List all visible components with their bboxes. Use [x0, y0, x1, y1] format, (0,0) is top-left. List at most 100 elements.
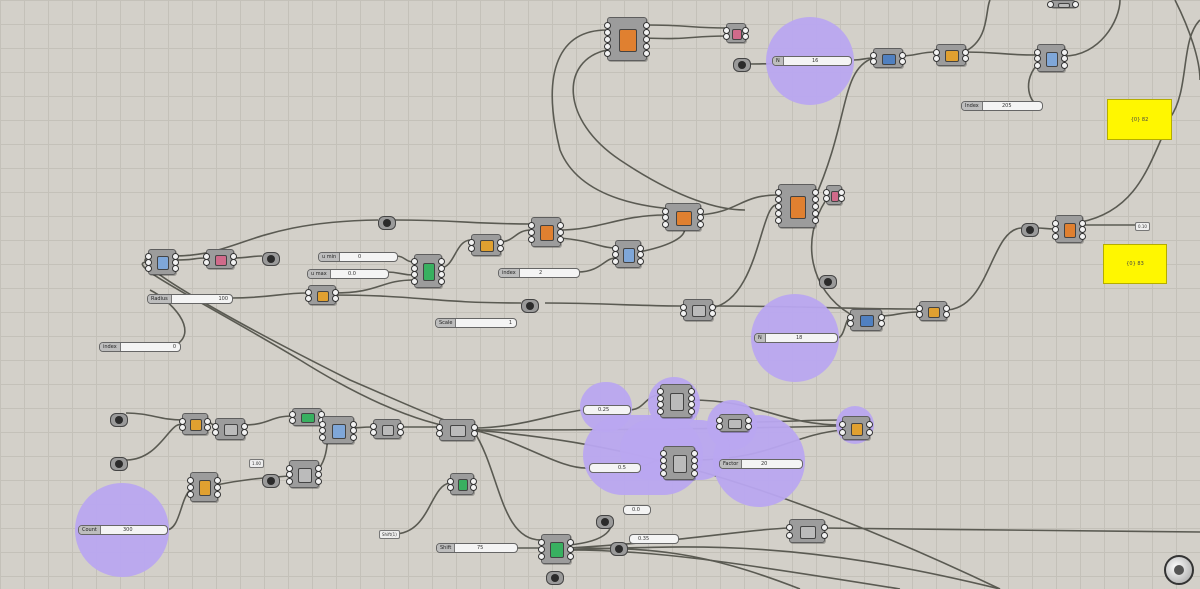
input-port[interactable] — [604, 50, 611, 57]
toggle-knob-icon[interactable] — [521, 299, 539, 313]
toggle-knob-icon[interactable] — [110, 457, 128, 471]
output-port[interactable] — [557, 236, 564, 243]
graph-component[interactable] — [1034, 44, 1068, 72]
input-port[interactable] — [436, 430, 443, 438]
output-port[interactable] — [204, 417, 211, 425]
toggle-knob-icon[interactable] — [110, 413, 128, 427]
output-port[interactable] — [866, 421, 873, 429]
output-port[interactable] — [470, 477, 477, 485]
output-port[interactable] — [332, 295, 339, 302]
navigation-compass-icon[interactable] — [1164, 555, 1194, 585]
input-port[interactable] — [145, 265, 152, 272]
input-port[interactable] — [933, 55, 940, 63]
output-port[interactable] — [230, 259, 237, 266]
output-port[interactable] — [697, 220, 704, 228]
output-port[interactable] — [821, 524, 828, 532]
output-port[interactable] — [214, 484, 221, 491]
output-port[interactable] — [709, 310, 716, 318]
output-port[interactable] — [315, 477, 322, 485]
input-port[interactable] — [786, 531, 793, 539]
output-port[interactable] — [637, 257, 644, 265]
output-port[interactable] — [315, 471, 322, 478]
graph-component[interactable] — [1047, 0, 1079, 8]
output-port[interactable] — [350, 427, 357, 434]
toggle-knob-icon[interactable] — [1021, 223, 1039, 237]
output-port[interactable] — [567, 546, 574, 553]
input-port[interactable] — [538, 539, 545, 546]
output-port[interactable] — [470, 484, 477, 492]
param-tag[interactable]: Shift(1) — [379, 530, 400, 539]
graph-component[interactable] — [468, 234, 504, 256]
graph-component[interactable] — [916, 301, 950, 321]
input-port[interactable] — [716, 422, 723, 430]
input-port[interactable] — [212, 422, 219, 430]
input-port[interactable] — [1052, 226, 1059, 233]
input-port[interactable] — [538, 546, 545, 553]
input-port[interactable] — [319, 433, 326, 441]
graph-component[interactable] — [657, 384, 695, 418]
input-port[interactable] — [468, 245, 475, 253]
graph-component[interactable] — [187, 472, 221, 502]
output-port[interactable] — [878, 313, 885, 321]
toggle-knob-icon[interactable] — [546, 571, 564, 585]
graph-component[interactable] — [660, 446, 698, 480]
toggle-knob-icon[interactable] — [733, 58, 751, 72]
input-port[interactable] — [775, 217, 782, 224]
output-port[interactable] — [241, 422, 248, 430]
input-port[interactable] — [680, 303, 687, 311]
toggle-knob-icon[interactable] — [262, 252, 280, 266]
number-slider[interactable]: 0.5 — [589, 463, 641, 473]
graph-component[interactable] — [145, 249, 179, 275]
graph-component[interactable] — [839, 416, 873, 440]
input-port[interactable] — [203, 259, 210, 266]
input-port[interactable] — [468, 238, 475, 246]
output-port[interactable] — [1061, 55, 1068, 62]
input-port[interactable] — [786, 524, 793, 532]
output-port[interactable] — [557, 229, 564, 236]
output-port[interactable] — [497, 238, 504, 246]
input-port[interactable] — [1034, 61, 1041, 69]
output-port[interactable] — [643, 43, 650, 50]
output-port[interactable] — [637, 251, 644, 258]
output-port[interactable] — [812, 217, 819, 224]
input-port[interactable] — [179, 417, 186, 425]
output-port[interactable] — [812, 210, 819, 217]
output-port[interactable] — [812, 203, 819, 210]
output-port[interactable] — [812, 189, 819, 196]
output-port[interactable] — [1061, 61, 1068, 69]
output-port[interactable] — [745, 422, 752, 430]
input-port[interactable] — [604, 36, 611, 43]
input-port[interactable] — [775, 203, 782, 210]
graph-component[interactable] — [933, 44, 969, 66]
input-port[interactable] — [847, 320, 854, 328]
output-port[interactable] — [943, 311, 950, 318]
output-port[interactable] — [742, 33, 749, 40]
input-port[interactable] — [286, 471, 293, 478]
graph-component[interactable] — [612, 240, 644, 268]
output-port[interactable] — [1072, 1, 1079, 8]
input-port[interactable] — [447, 477, 454, 485]
graph-component[interactable] — [411, 254, 445, 288]
graph-component[interactable] — [528, 217, 564, 247]
input-port[interactable] — [662, 214, 669, 221]
input-port[interactable] — [723, 33, 730, 40]
input-port[interactable] — [775, 196, 782, 203]
input-port[interactable] — [212, 429, 219, 437]
graph-component[interactable] — [716, 414, 752, 432]
input-port[interactable] — [289, 416, 296, 424]
input-port[interactable] — [839, 421, 846, 429]
output-port[interactable] — [962, 48, 969, 56]
output-port[interactable] — [821, 531, 828, 539]
toggle-knob-icon[interactable] — [378, 216, 396, 230]
output-port[interactable] — [497, 245, 504, 253]
